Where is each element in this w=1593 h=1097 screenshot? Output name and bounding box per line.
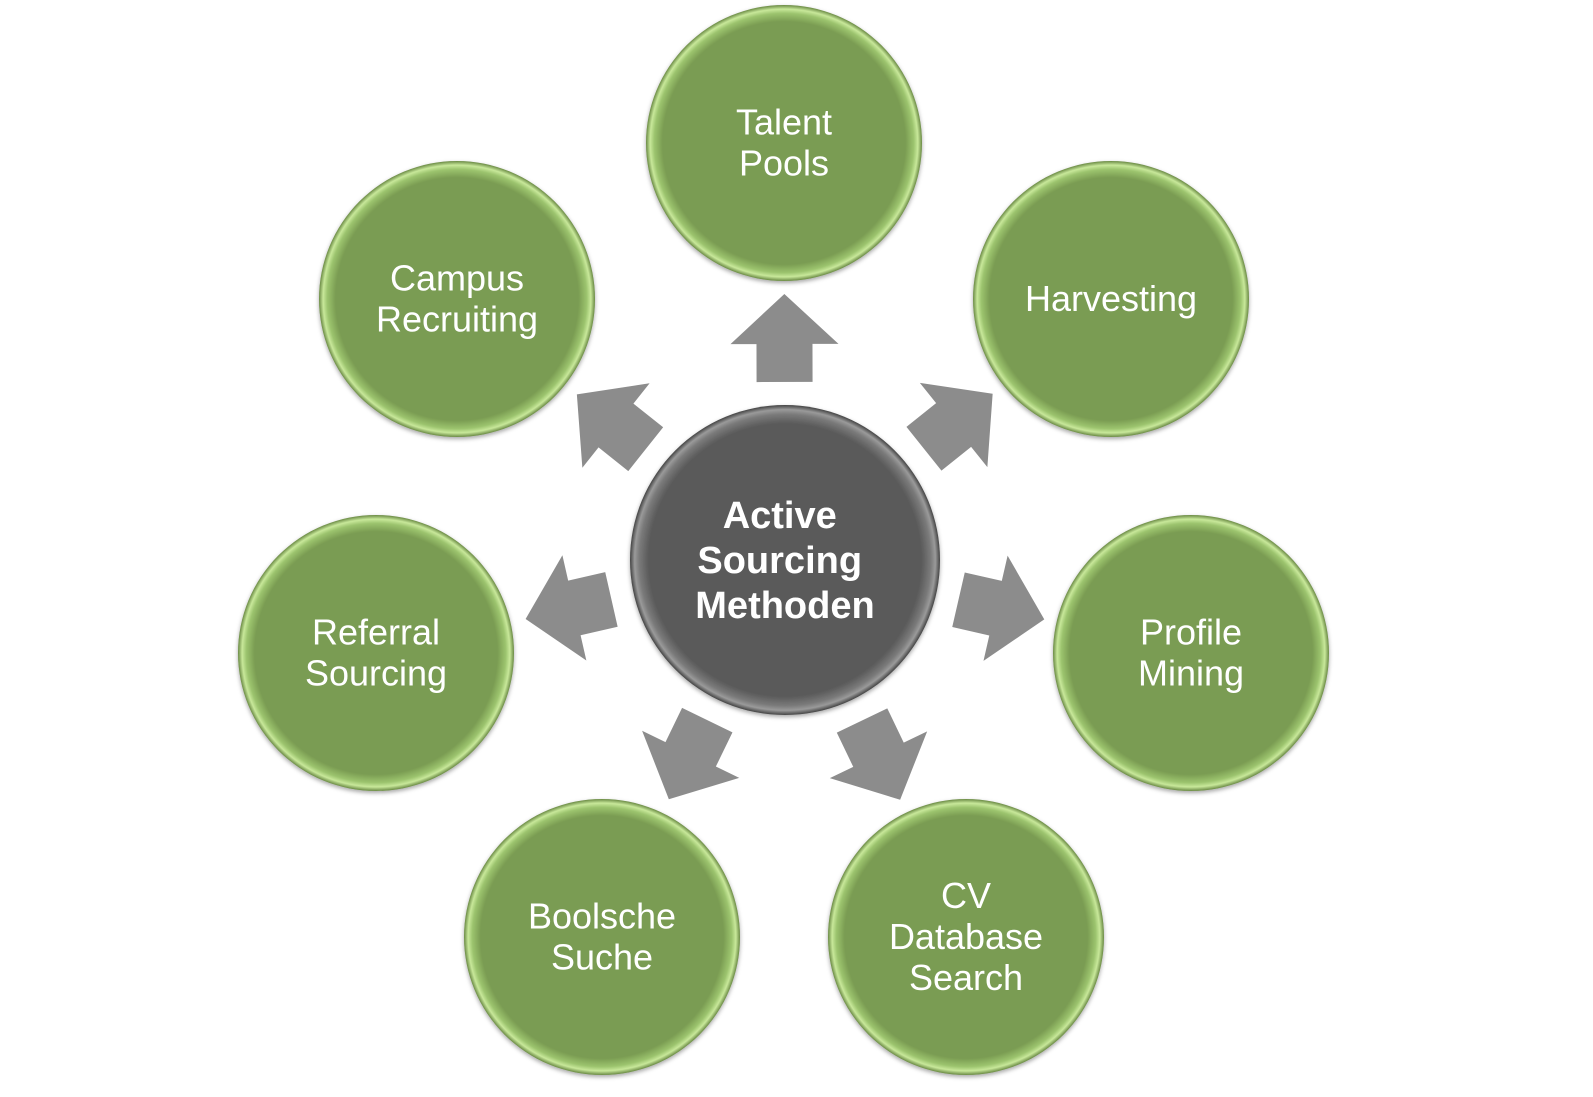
node-label-line: Search [909,957,1023,998]
arrow-to-profile-mining [952,555,1045,661]
node-label-line: Sourcing [305,653,447,694]
center-label-line: Active [723,495,837,537]
node-label-line: Boolsche [528,896,676,937]
arrow-to-harvesting [906,382,993,471]
node-label-line: Talent [736,102,832,143]
node-label-line: CV [941,875,991,916]
node-label-line: Campus [390,258,524,299]
node-circle [238,515,514,791]
node-label: Harvesting [1025,278,1197,319]
center-node: Active Sourcing Methoden [630,405,940,715]
node-label-line: Recruiting [376,299,538,340]
node-label-line: Harvesting [1025,278,1197,319]
center-label-line: Sourcing [697,540,862,582]
arrow-to-cv-database-search [829,708,928,800]
node-circle [319,161,595,437]
arrow-to-campus-recruiting [576,383,664,472]
center-circle [630,405,940,715]
arrow-to-talent-pools [730,294,839,383]
node-circle [1053,515,1329,791]
node-circle [828,799,1104,1075]
arrow-to-boolsche-suche [642,707,740,800]
arrows-layer [525,294,1045,800]
node-harvesting: Harvesting [973,161,1249,437]
node-label-line: Mining [1138,653,1244,694]
node-circle [646,5,922,281]
node-label-line: Pools [739,143,829,184]
node-circle [464,799,740,1075]
node-circle [973,161,1249,437]
node-label-line: Database [889,916,1043,957]
node-label-line: Profile [1140,612,1242,653]
center-label-line: Methoden [695,585,874,627]
node-label-line: Suche [551,937,653,978]
arrow-to-referral-sourcing [525,555,618,661]
center-label: Active Sourcing Methoden [695,495,874,627]
node-label-line: Referral [312,612,440,653]
